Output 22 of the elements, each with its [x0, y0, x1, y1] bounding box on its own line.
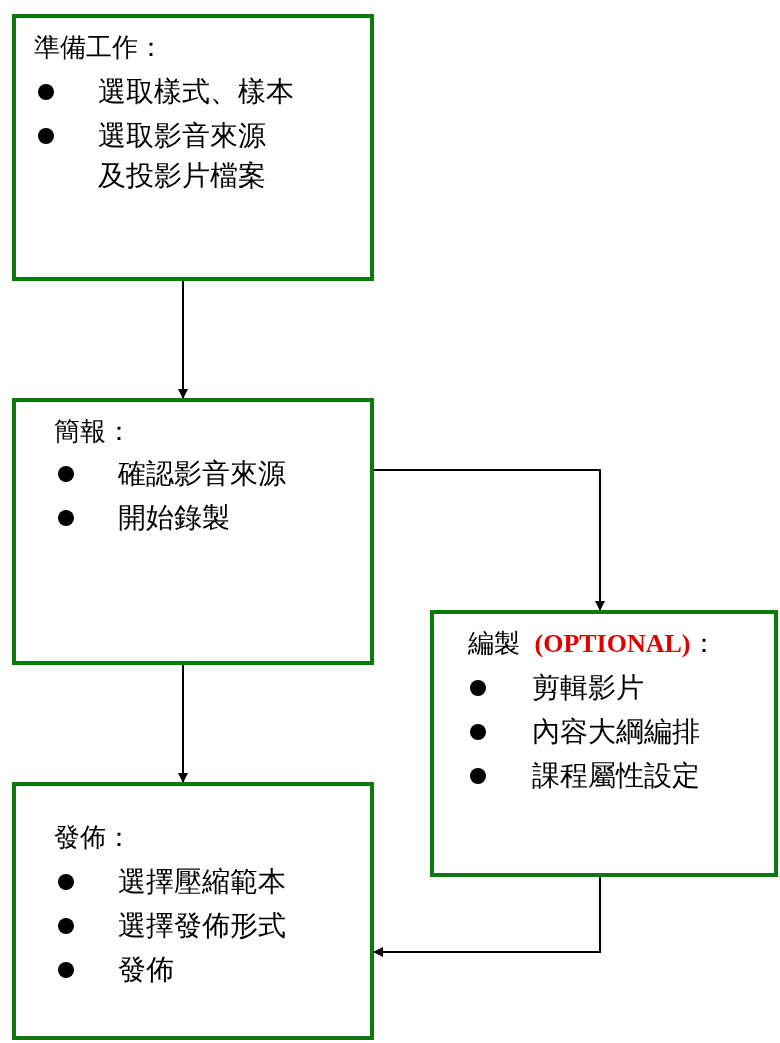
process-box: [430, 610, 778, 877]
process-box: [12, 782, 374, 1040]
box-heading: 編製 (OPTIONAL)：: [468, 628, 717, 660]
arrow: [373, 469, 605, 611]
bullet-text: 選擇發佈形式: [118, 909, 286, 943]
bullet-text: 開始錄製: [118, 501, 230, 535]
bullet-text: 確認影音來源: [118, 457, 286, 491]
bullet-text: 選取樣式、樣本: [98, 75, 294, 109]
bullet-text: 選取影音來源及投影片檔案: [98, 119, 267, 193]
bullet-text: 課程屬性設定: [532, 759, 700, 793]
bullet-text: 選擇壓縮範本: [118, 865, 286, 899]
arrow: [373, 876, 601, 957]
bullet-text: 剪輯影片: [532, 671, 644, 705]
process-box: [12, 14, 374, 281]
arrow: [178, 280, 188, 399]
box-heading: 簡報：: [54, 416, 132, 448]
arrow: [178, 664, 188, 783]
box-heading: 發佈：: [54, 822, 132, 854]
bullet-text: 發佈: [118, 953, 174, 987]
process-box: [12, 398, 374, 665]
box-heading: 準備工作：: [34, 32, 164, 64]
bullet-text: 內容大綱編排: [532, 715, 700, 749]
